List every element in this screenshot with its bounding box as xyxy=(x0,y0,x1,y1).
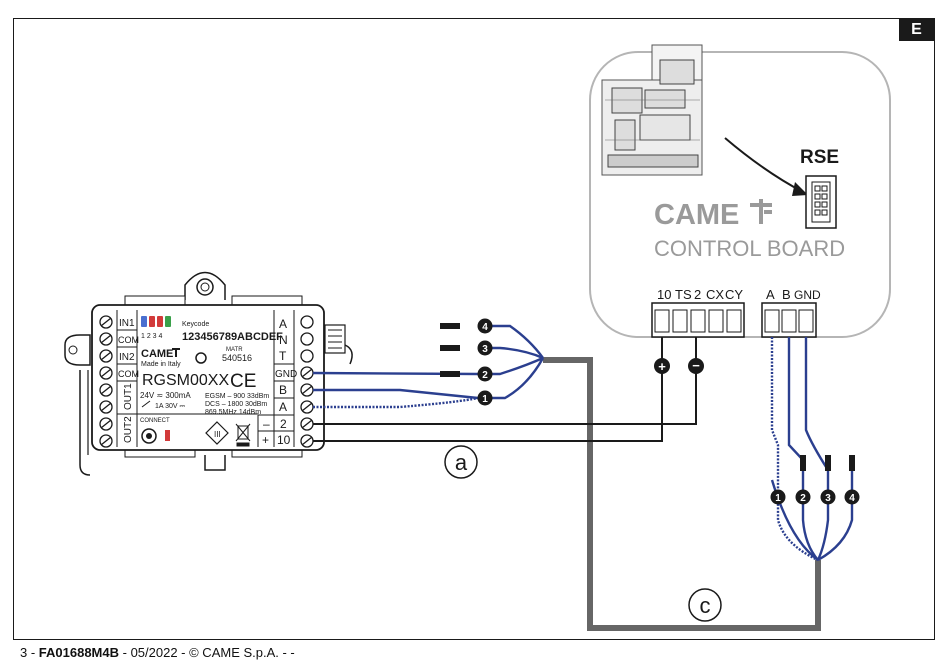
bullet-right-4: 4 xyxy=(844,489,860,505)
term-out2: OUT2 xyxy=(123,416,134,443)
svg-text:3: 3 xyxy=(825,493,831,504)
polarity-minus: – xyxy=(263,417,270,431)
terminal-b: B xyxy=(782,287,791,302)
left-screws xyxy=(99,315,113,448)
footer-rest: - 05/2022 - © CAME S.p.A. - - xyxy=(119,645,295,660)
terminal-gnd: GND xyxy=(794,288,821,302)
gsm-module xyxy=(64,271,353,476)
footer-page: 3 - xyxy=(20,645,39,660)
terminal-10: 10 xyxy=(657,287,671,302)
keycode-value: 123456789ABCDEF xyxy=(182,331,283,343)
term-ant-t: T xyxy=(279,349,287,363)
spec-power: 24V ≂ 300mA xyxy=(140,391,191,400)
svg-text:4: 4 xyxy=(482,322,488,333)
class2-diamond-icon: III xyxy=(205,421,229,445)
term-in2: IN2 xyxy=(119,352,135,363)
made-in-italy: Made in Italy xyxy=(141,361,181,368)
plus-marker: + xyxy=(654,358,670,374)
bullet-left-3: 3 xyxy=(477,340,493,356)
minus-marker: − xyxy=(688,358,704,374)
terminal-a: A xyxy=(766,287,775,302)
wire-stubs-left xyxy=(440,323,460,377)
arrow-head xyxy=(792,182,808,196)
terminal-cy: CY xyxy=(725,287,743,302)
term-com-1: COM xyxy=(118,335,139,345)
page-frame xyxy=(13,18,935,640)
bullet-right-1: 1 xyxy=(770,489,786,505)
came-small-logo-icon xyxy=(172,348,180,357)
wire-stubs-right xyxy=(800,455,855,471)
term-a: A xyxy=(279,400,287,414)
model-name: RGSM00XX xyxy=(142,372,229,389)
terminal-ts: TS xyxy=(675,287,692,302)
bullet-left-1: 1 xyxy=(477,390,493,406)
term-in1: IN1 xyxy=(119,318,135,329)
label-a: a xyxy=(444,445,478,479)
module-brand: CAME xyxy=(141,348,173,360)
relay-icon xyxy=(141,400,151,408)
rse-label: RSE xyxy=(800,147,839,168)
term-2: 2 xyxy=(280,417,287,431)
led-numbers: 1 2 3 4 xyxy=(141,333,163,340)
term-gnd: GND xyxy=(275,369,297,380)
svg-text:−: − xyxy=(692,358,700,373)
footer: 3 - FA01688M4B - 05/2022 - © CAME S.p.A.… xyxy=(20,645,295,660)
svg-text:2: 2 xyxy=(800,493,806,504)
term-10: 10 xyxy=(277,433,291,447)
svg-text:c: c xyxy=(700,593,711,618)
wire-plus xyxy=(313,337,663,442)
matr-label: MATR xyxy=(226,347,243,353)
connect-led xyxy=(165,430,170,441)
term-ant-n: N xyxy=(279,333,288,347)
keycode-label: Keycode xyxy=(182,321,209,328)
footer-doc-code: FA01688M4B xyxy=(38,645,120,660)
svg-text:a: a xyxy=(455,450,468,475)
ce-mark: CE xyxy=(230,371,256,392)
svg-text:1: 1 xyxy=(482,394,488,405)
svg-text:+: + xyxy=(658,359,666,374)
spec-relay: 1A 30V ⎓ xyxy=(155,403,186,410)
came-logo-icon xyxy=(750,199,772,224)
board-picture xyxy=(601,44,703,176)
bullet-right-3: 3 xyxy=(820,489,836,505)
bullet-left-2: 2 xyxy=(477,366,493,382)
connect-label: CONNECT xyxy=(140,418,170,424)
weee-bin-icon xyxy=(235,423,251,447)
bullet-left-4: 4 xyxy=(477,318,493,334)
svg-text:4: 4 xyxy=(849,493,855,504)
svg-text:III: III xyxy=(214,430,221,439)
section-badge: E xyxy=(899,19,934,41)
terminal-cx: CX xyxy=(706,287,724,302)
infinity-icon xyxy=(195,352,207,364)
spec-dcs: DCS – 1800 30dBm xyxy=(205,401,267,408)
terminal-block-2 xyxy=(761,302,817,338)
term-b: B xyxy=(279,383,287,397)
board-title: CONTROL BOARD xyxy=(654,236,845,261)
terminal-block-1 xyxy=(651,302,745,338)
control-board: RSE CAME CONTROL BOARD 10 TS 2 C xyxy=(589,44,891,338)
svg-text:3: 3 xyxy=(482,344,488,355)
right-wire-bundle xyxy=(770,337,854,562)
term-out1: OUT1 xyxy=(123,383,134,410)
svg-text:1: 1 xyxy=(775,493,781,504)
cable-c xyxy=(543,357,821,631)
matr-value: 540516 xyxy=(222,353,252,363)
led-indicators xyxy=(141,316,171,327)
spec-egsm: EGSM – 900 33dBm xyxy=(205,393,269,400)
bullet-right-2: 2 xyxy=(795,489,811,505)
board-brand: CAME xyxy=(654,199,739,231)
label-c: c xyxy=(688,588,722,622)
wire-minus xyxy=(313,337,697,425)
terminal-2: 2 xyxy=(694,287,701,302)
term-ant-a: A xyxy=(279,317,287,331)
left-wire-bundle xyxy=(312,324,545,409)
svg-text:2: 2 xyxy=(482,370,488,381)
polarity-plus: + xyxy=(262,433,269,447)
term-com-2: COM xyxy=(118,369,139,379)
spec-freq: 869.5MHz 14dBm xyxy=(205,409,261,416)
